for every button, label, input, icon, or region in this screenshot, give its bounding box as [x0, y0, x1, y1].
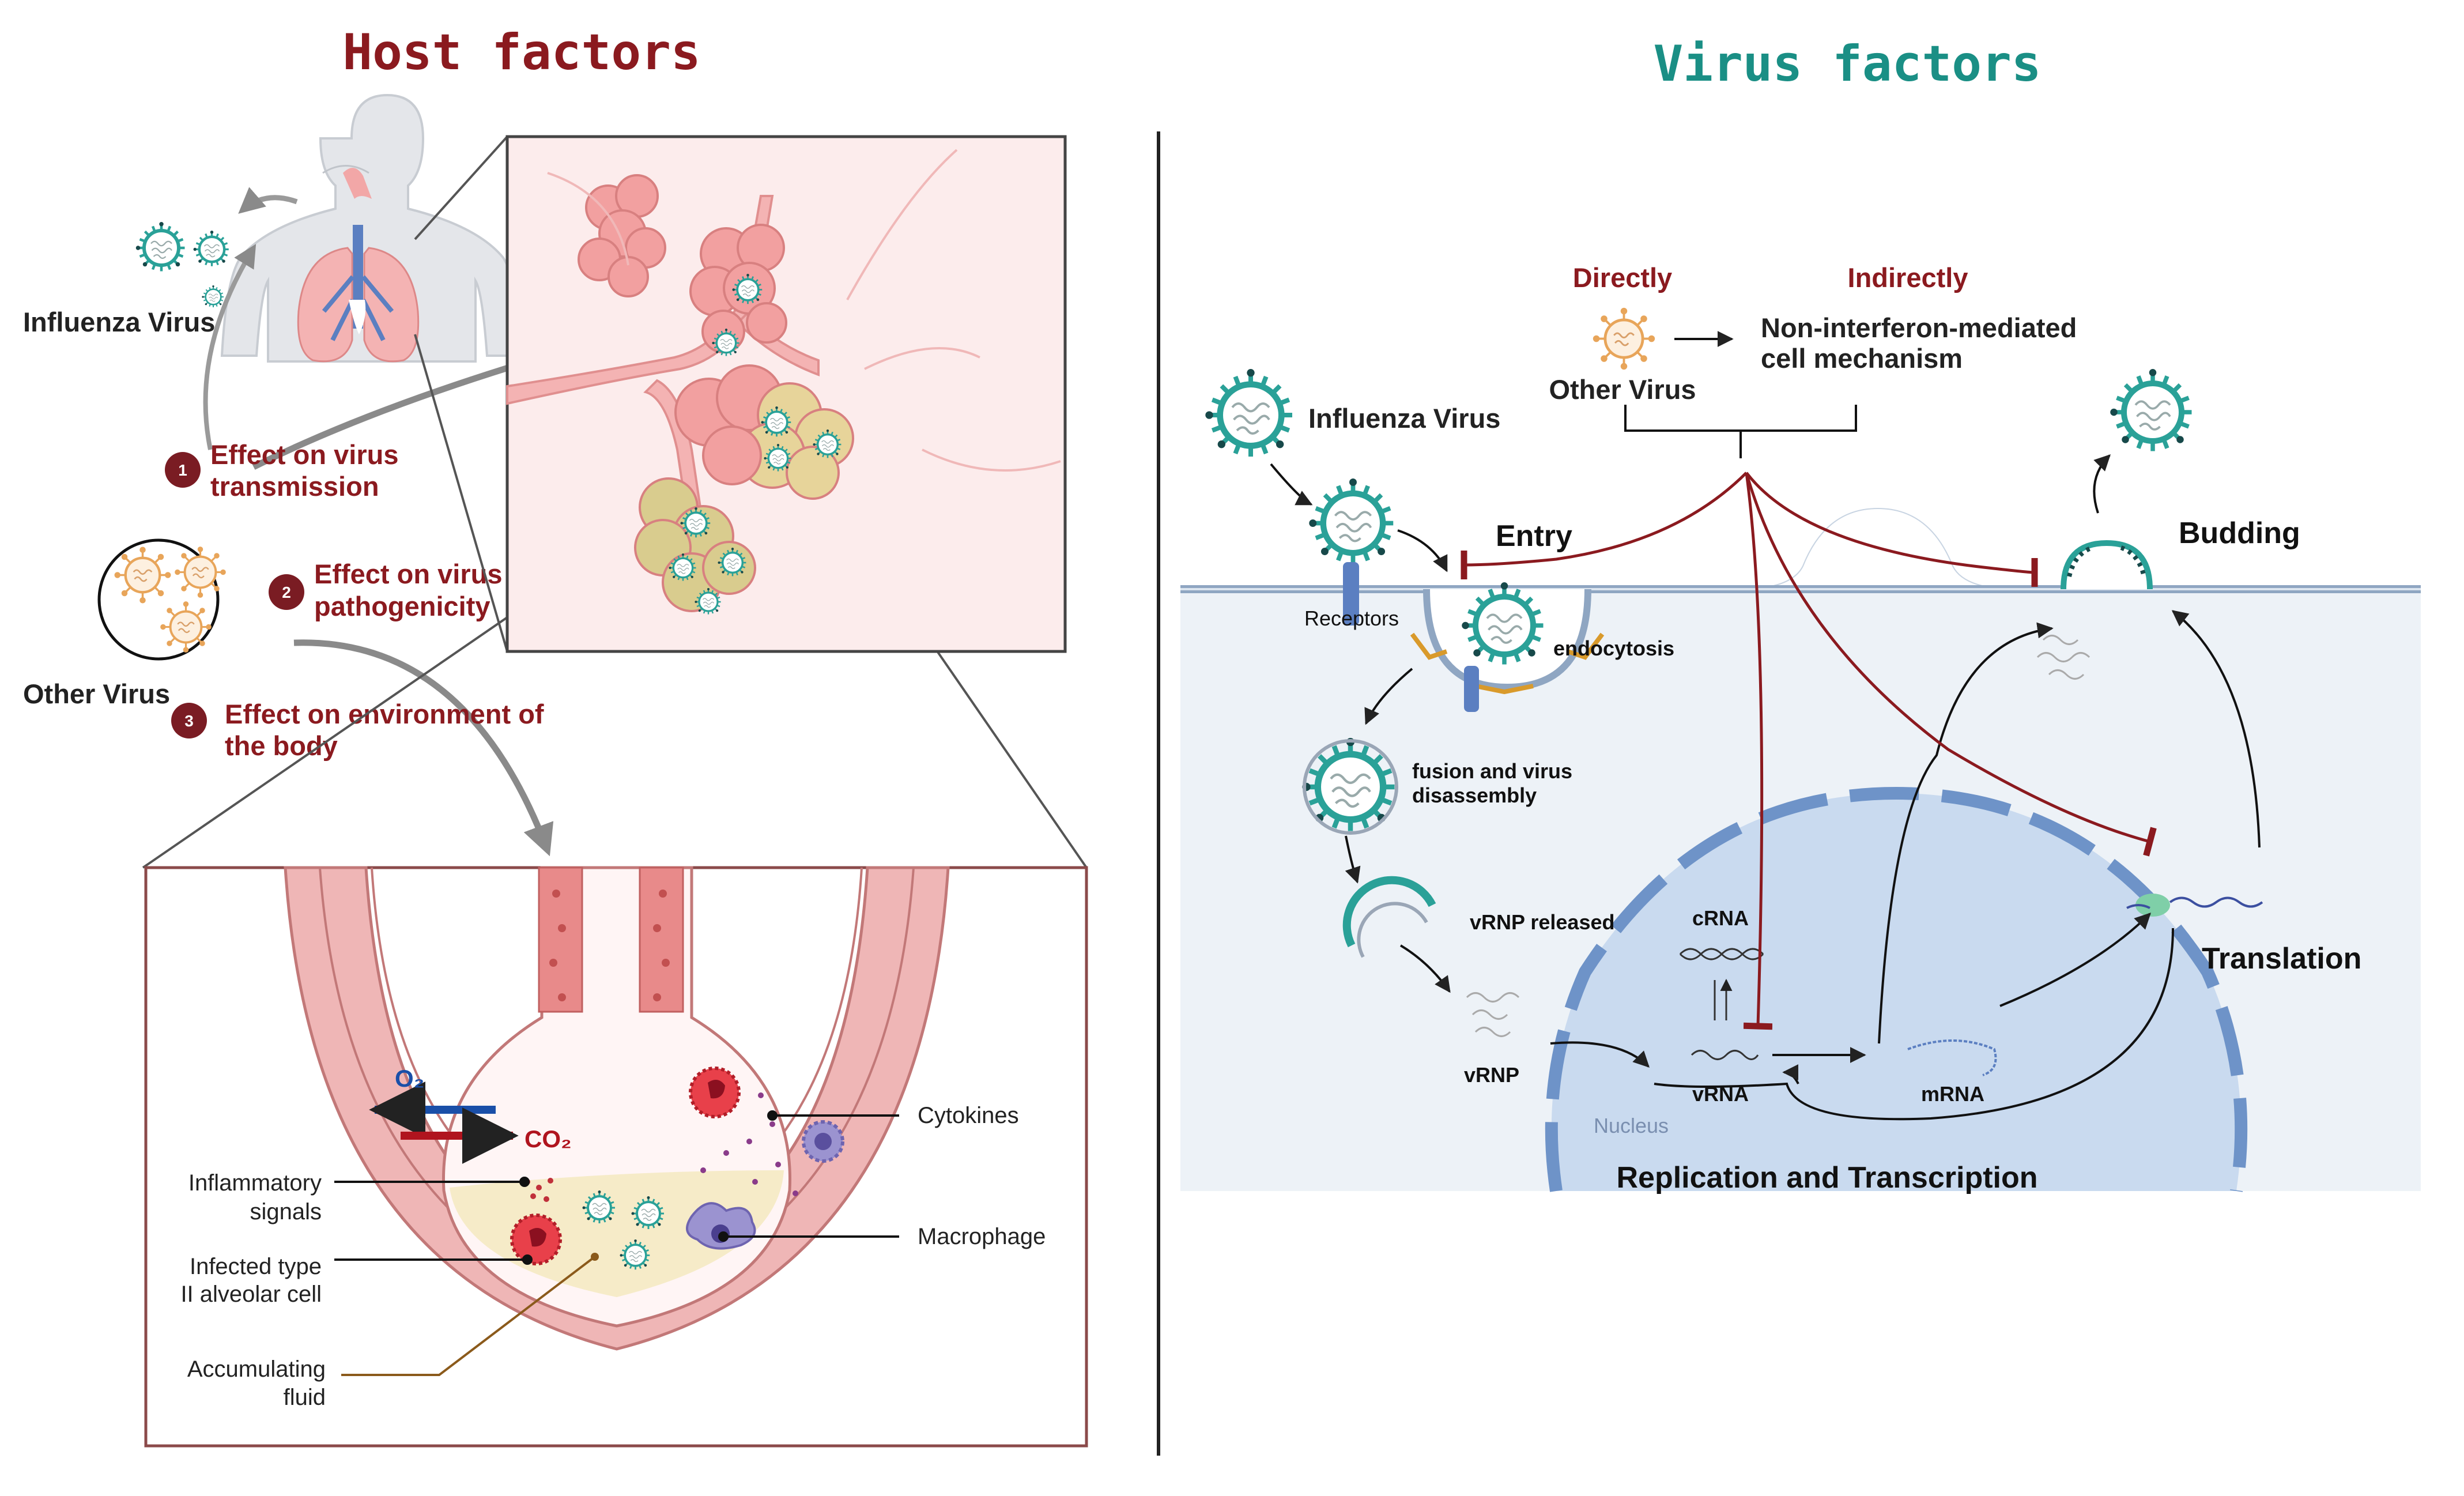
- svg-text:Nucleus: Nucleus: [1594, 1114, 1669, 1137]
- receptor-icon: [1343, 562, 1359, 625]
- budding-virus: [2061, 540, 2153, 590]
- human-body-icon: [220, 93, 523, 363]
- other-virus-icon: [115, 548, 170, 602]
- svg-text:Budding: Budding: [2179, 517, 2300, 550]
- replication-label: Replication and Transcription: [1617, 1161, 2038, 1194]
- other-virus-icon-2: [174, 546, 227, 598]
- svg-text:Influenza Virus: Influenza Virus: [1308, 403, 1500, 434]
- arrow-to-alveolus-inset: [293, 639, 554, 857]
- influenza-virus-icon-3: [202, 285, 225, 308]
- effect-1: 1 Effect on virus transmission: [165, 439, 398, 502]
- svg-text:2: 2: [282, 583, 291, 601]
- influenza-virus-icon: [136, 222, 185, 272]
- influenza-virus-label: Influenza Virus: [23, 307, 215, 337]
- effect-2: 2 Effect on virus pathogenicity: [269, 559, 502, 621]
- influenza-virus-icon-top: [1205, 369, 1292, 457]
- svg-text:Infected type: Infected type: [190, 1254, 322, 1279]
- other-virus-label: Other Virus: [23, 679, 170, 709]
- host-factors-title: Host factors: [342, 24, 700, 81]
- infected-cell-icon: [510, 1067, 741, 1265]
- svg-text:pathogenicity: pathogenicity: [314, 591, 490, 621]
- other-virus-group: [97, 538, 227, 661]
- indirectly-label: Indirectly: [1848, 262, 1968, 293]
- svg-text:disassembly: disassembly: [1412, 783, 1537, 807]
- other-virus-icon-right: [1594, 309, 1654, 369]
- svg-text:cell mechanism: cell mechanism: [1761, 343, 1963, 374]
- arrow-to-lung-inset: [252, 349, 548, 470]
- virus-binding-receptor: [1309, 478, 1393, 563]
- influenza-virus-icon-2: [194, 231, 229, 266]
- svg-text:mRNA: mRNA: [1921, 1082, 1984, 1106]
- nucleus: [1551, 793, 2242, 1191]
- svg-text:Other Virus: Other Virus: [1549, 374, 1696, 405]
- svg-text:vRNP: vRNP: [1464, 1063, 1519, 1087]
- svg-text:Macrophage: Macrophage: [918, 1224, 1046, 1249]
- fluid-callout: [341, 1256, 596, 1376]
- ribosome-icon: [2126, 894, 2263, 917]
- entry-label: Entry: [1496, 519, 1572, 553]
- svg-text:Accumulating: Accumulating: [187, 1356, 326, 1382]
- vrnp-icon: [1466, 992, 1520, 1037]
- svg-text:Inflammatory: Inflammatory: [188, 1170, 322, 1196]
- co2-label: CO₂: [525, 1125, 572, 1152]
- lung-alveoli-inset: [505, 135, 1067, 653]
- alveolus-callouts: [334, 1110, 899, 1265]
- nuclear-envelope: [1545, 786, 2248, 1192]
- svg-text:II alveolar cell: II alveolar cell: [180, 1282, 322, 1307]
- svg-text:Cytokines: Cytokines: [918, 1103, 1019, 1128]
- svg-text:fusion and virus: fusion and virus: [1412, 759, 1572, 783]
- svg-text:cRNA: cRNA: [1692, 906, 1749, 930]
- svg-text:fluid: fluid: [284, 1385, 326, 1410]
- svg-text:3: 3: [184, 712, 194, 730]
- svg-text:Receptors: Receptors: [1304, 606, 1399, 630]
- svg-text:signals: signals: [250, 1199, 322, 1224]
- directly-label: Directly: [1573, 262, 1672, 293]
- svg-text:vRNP released: vRNP released: [1470, 910, 1615, 934]
- released-virus: [2110, 369, 2191, 451]
- svg-text:1: 1: [178, 461, 187, 479]
- svg-text:endocytosis: endocytosis: [1553, 636, 1674, 660]
- inhibition-lines: [1461, 472, 2157, 1030]
- virus-factors-title: Virus factors: [1653, 35, 2041, 93]
- exhale-arrow: [238, 187, 298, 214]
- svg-text:Effect on environment of: Effect on environment of: [225, 699, 544, 729]
- vrnp-released-shell: [1342, 876, 1436, 948]
- svg-text:Non-interferon-mediated: Non-interferon-mediated: [1761, 312, 2077, 343]
- alveolus-inset: O₂ CO₂ Inflammatory signals Infected typ…: [144, 866, 1088, 1448]
- effect-3: 3 Effect on environment of the body: [171, 699, 544, 761]
- other-virus-icon-3: [160, 601, 212, 653]
- lung-icon: [297, 168, 420, 363]
- svg-text:Effect on virus: Effect on virus: [210, 439, 398, 470]
- o2-label: O₂: [395, 1065, 424, 1092]
- svg-text:transmission: transmission: [210, 471, 379, 502]
- svg-text:Effect on virus: Effect on virus: [314, 559, 502, 589]
- arrow-to-body: [203, 244, 256, 450]
- svg-text:Translation: Translation: [2202, 942, 2361, 975]
